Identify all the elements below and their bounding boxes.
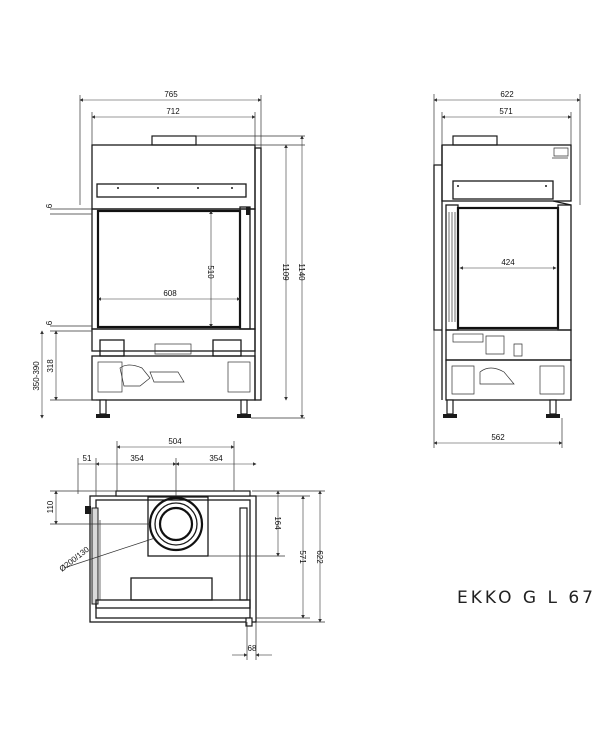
side-flue-collar — [452, 135, 498, 146]
top-width-inner: 504 — [168, 437, 182, 446]
side-floor-detail — [452, 333, 484, 343]
front-glass-height: 510 — [206, 265, 215, 279]
side-hood — [452, 180, 554, 200]
top-side-offset: 68 — [248, 644, 257, 653]
side-door-detail — [448, 212, 456, 322]
front-air-box-left — [99, 339, 125, 357]
side-base-depth: 562 — [491, 433, 505, 442]
top-flue-offset: 110 — [46, 500, 55, 513]
top-left-offset: 51 — [83, 454, 92, 463]
top-view: 504 51 354 354 110 Ø200/130 164 571 622 — [46, 437, 325, 660]
top-ash-pan — [130, 577, 213, 601]
front-base-panel-right — [227, 361, 251, 393]
side-view: 424 622 571 562 — [433, 90, 581, 448]
top-half-right: 354 — [209, 454, 223, 463]
top-depth-body: 571 — [298, 550, 307, 564]
top-half-left: 354 — [130, 454, 144, 463]
top-outer-outline — [89, 495, 257, 623]
top-depth-overall: 622 — [315, 550, 324, 564]
front-hood-vents — [117, 187, 233, 189]
front-firebox-floor — [91, 328, 256, 352]
side-right-frame — [557, 204, 572, 331]
front-right-housing — [254, 147, 262, 401]
front-glass-width: 608 — [163, 289, 177, 298]
model-title: EKKO G L 67 — [457, 588, 596, 608]
top-rear-plate — [115, 490, 251, 497]
front-side-glass — [239, 206, 251, 330]
front-base-height: 318 — [46, 359, 55, 373]
front-height-body: 1109 — [281, 263, 290, 281]
top-hinge — [85, 506, 91, 514]
side-width-body: 571 — [499, 107, 513, 116]
front-height-overall: 1140 — [297, 263, 306, 281]
side-base-panels — [451, 365, 565, 395]
side-air-duct — [479, 367, 515, 385]
front-hood — [96, 183, 247, 198]
front-upper-body — [91, 144, 256, 210]
front-width-body: 712 — [166, 107, 180, 116]
front-hinge-top — [246, 207, 250, 215]
side-corner-chamfer — [552, 200, 572, 206]
front-glass — [96, 209, 242, 329]
side-rear-shell — [433, 145, 443, 400]
top-flue-diameter: Ø200/130 — [58, 545, 92, 574]
side-top-bracket — [552, 147, 569, 159]
top-flue-depth: 164 — [273, 516, 282, 530]
front-bottom-offset: 6 — [45, 320, 54, 325]
side-upper-body — [441, 144, 572, 202]
front-top-offset: 6 — [45, 203, 54, 208]
side-legs — [443, 399, 560, 418]
front-base-frame — [91, 355, 256, 401]
side-air-parts — [485, 335, 523, 357]
front-leg-range: 350-390 — [32, 361, 41, 391]
top-left-wall — [91, 507, 99, 605]
top-front-glass — [95, 599, 251, 609]
top-flue-inner — [158, 506, 194, 542]
side-glass-depth: 424 — [501, 258, 515, 267]
front-air-duct — [119, 364, 151, 387]
front-door-frame — [91, 208, 256, 330]
front-flue-collar — [151, 135, 197, 146]
front-base-panel-left — [97, 361, 123, 393]
side-width-overall: 622 — [500, 90, 514, 99]
side-firebox-floor — [445, 329, 572, 361]
top-right-glass — [239, 507, 248, 601]
front-air-box-right — [212, 339, 242, 357]
side-base-frame — [445, 359, 572, 401]
front-width-overall: 765 — [164, 90, 178, 99]
top-latch — [245, 617, 253, 627]
front-legs — [96, 399, 251, 418]
top-flue-mid — [154, 502, 198, 546]
front-air-regulator — [154, 343, 192, 355]
top-flue-outer — [148, 496, 204, 552]
front-air-duct-2 — [149, 371, 185, 383]
front-view: 765 712 1109 1140 608 510 6 6 318 350-39… — [32, 90, 306, 419]
